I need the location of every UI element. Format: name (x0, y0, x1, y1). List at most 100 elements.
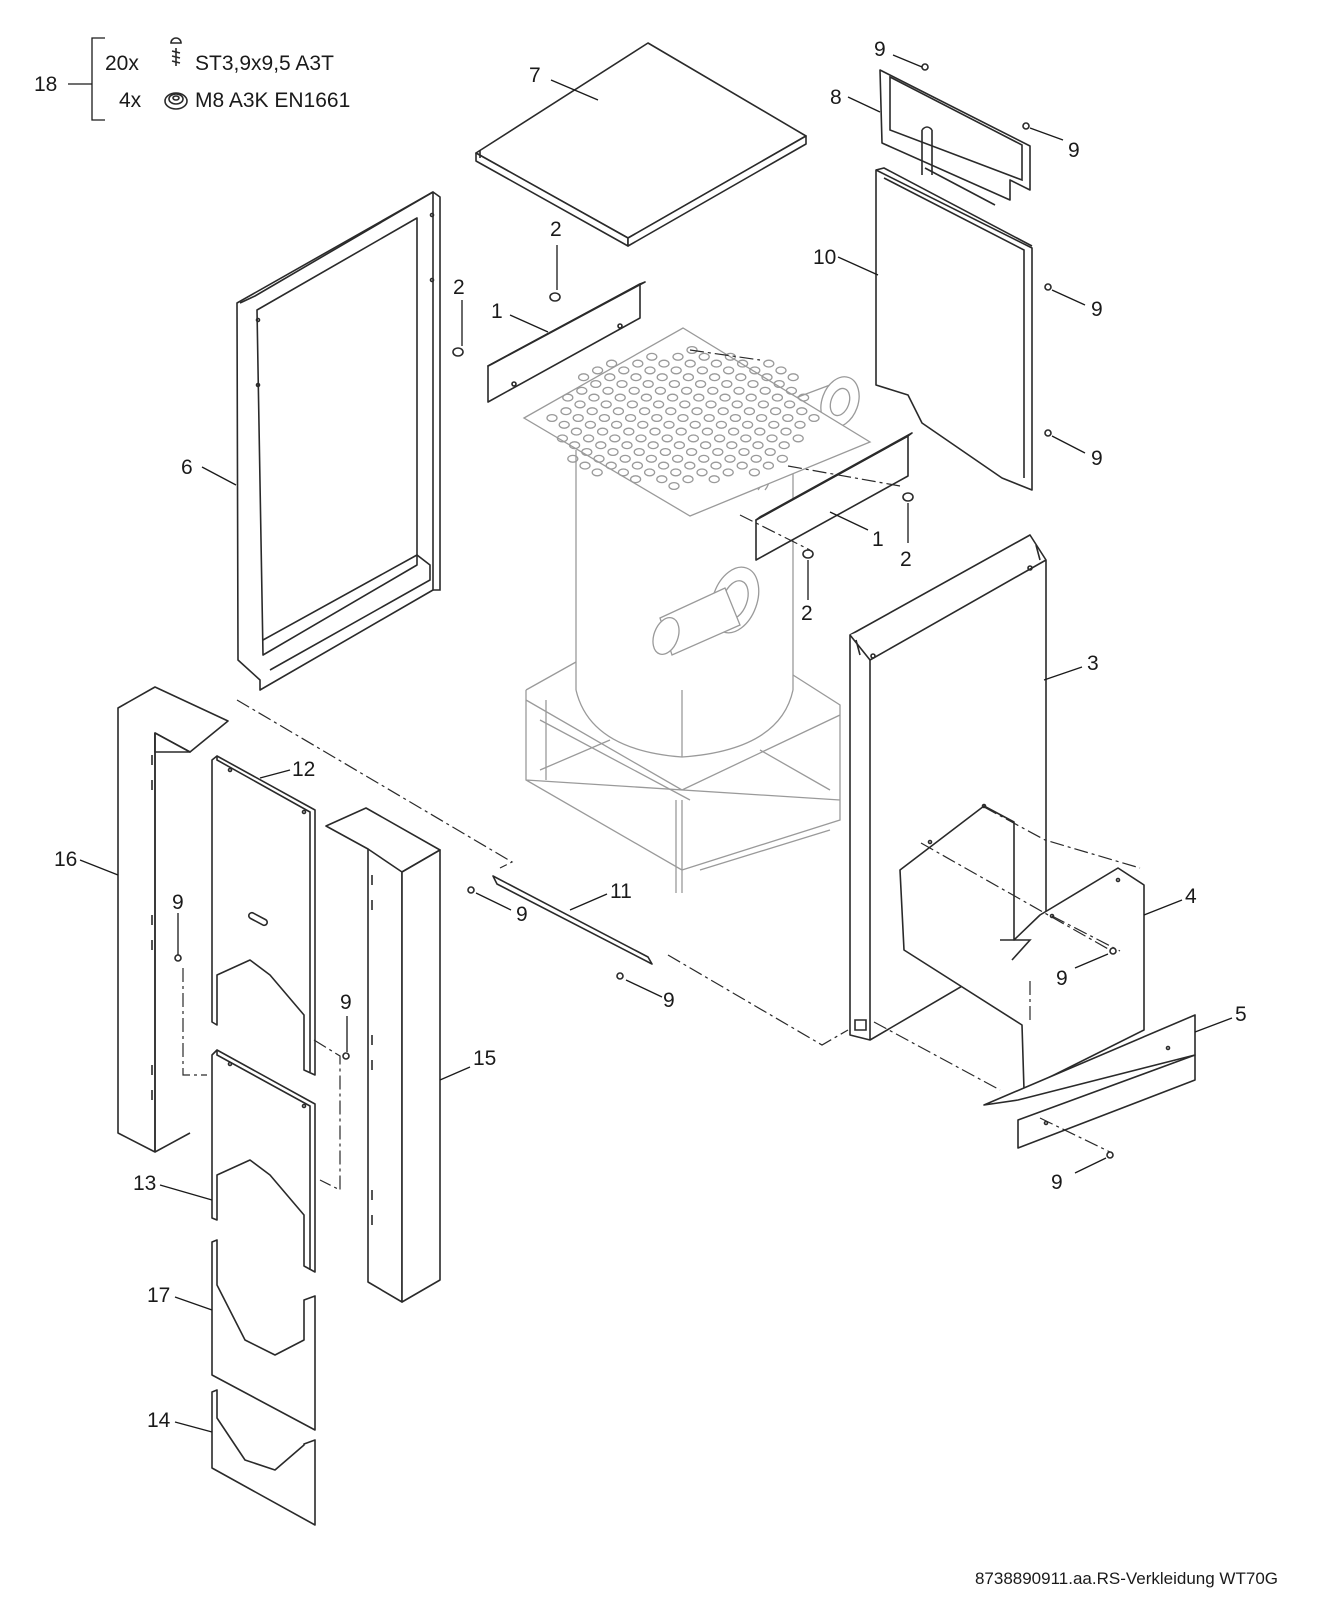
perforation-hole (682, 373, 695, 382)
perforation-hole (713, 434, 726, 443)
perforation-hole (618, 366, 630, 375)
perforation-hole (684, 461, 696, 470)
perforation-hole (762, 461, 775, 470)
perforation-hole (617, 468, 630, 477)
perforation-hole (794, 420, 806, 429)
perforation-hole (755, 413, 768, 423)
callout-9-f: 9 (663, 989, 675, 1012)
perforation-hole (607, 447, 619, 457)
perforation-hole (630, 373, 642, 382)
perforation-hole (775, 366, 787, 375)
part-11-rod (467, 875, 653, 980)
perforated-top-plate (522, 327, 872, 517)
perforation-hole (797, 393, 810, 402)
perforation-hole (701, 427, 714, 436)
perforation-hole (682, 475, 694, 484)
perforation-hole (796, 407, 808, 416)
perforation-hole (576, 386, 588, 395)
hardware-row-2-spec: M8 A3K EN1661 (195, 89, 350, 112)
perforation-hole (736, 461, 748, 470)
part-16-front-column (117, 686, 229, 1153)
perforation-hole (574, 400, 586, 409)
perforation-hole (785, 386, 798, 395)
part-13-front-panel (211, 1049, 316, 1273)
perforation-hole (596, 427, 609, 436)
perforation-hole (649, 427, 661, 436)
perforation-hole (588, 393, 600, 402)
callout-11: 11 (610, 880, 632, 903)
callout-9-e: 9 (516, 903, 528, 926)
perforation-hole (668, 481, 680, 491)
callout-5: 5 (1235, 1003, 1247, 1026)
perforation-hole (686, 345, 698, 355)
perforation-hole (750, 454, 762, 463)
perforation-hole (708, 475, 720, 484)
perforation-hole (766, 434, 778, 443)
callout-1-upper: 1 (491, 300, 503, 323)
perforation-hole (644, 366, 656, 375)
perforation-hole (562, 393, 574, 402)
callout-9-c: 9 (1091, 298, 1103, 321)
leader-lines (79, 54, 1233, 1433)
perforation-hole (792, 434, 804, 443)
perforation-hole (568, 441, 581, 450)
perforation-hole (645, 454, 658, 463)
perforation-hole (675, 427, 687, 436)
alignment-lines (182, 349, 1141, 1191)
perforation-hole (635, 434, 647, 443)
storage-tank-body (525, 376, 860, 893)
perforation-hole (724, 454, 736, 463)
perforation-hole (598, 413, 611, 423)
perforation-hole (590, 379, 602, 389)
callout-numbers: 7 1 1 2 2 2 2 3 4 5 6 8 10 11 12 13 14 1… (54, 38, 1247, 1432)
perforation-hole (671, 454, 684, 463)
perforation-hole (698, 352, 710, 361)
perforation-hole (722, 468, 734, 477)
perforation-hole (677, 413, 689, 423)
perforation-hole (633, 447, 645, 457)
perforation-hole (572, 413, 584, 423)
perforation-hole (556, 434, 569, 443)
callout-2-a: 2 (550, 218, 562, 241)
callout-9-j: 9 (1051, 1171, 1063, 1194)
perforation-hole (689, 420, 701, 429)
hardware-row-1-spec: ST3,9x9,5 A3T (195, 52, 334, 75)
callout-9-i: 9 (1056, 967, 1068, 990)
perforation-hole (768, 420, 780, 429)
perforation-hole (726, 441, 738, 450)
perforation-hole (642, 379, 654, 389)
perforation-hole (581, 447, 593, 457)
perforation-hole (748, 468, 761, 477)
perforation-hole (757, 400, 770, 409)
part-5-base-strip (983, 1014, 1196, 1159)
perforation-holes (546, 345, 820, 491)
callout-9-d: 9 (1091, 447, 1103, 470)
perforation-hole (736, 359, 749, 368)
perforation-hole (743, 407, 756, 416)
perforation-hole (668, 379, 681, 389)
perforation-hole (577, 373, 590, 382)
perforation-hole (591, 366, 604, 375)
perforation-hole (621, 441, 633, 450)
perforation-hole (679, 400, 691, 409)
perforation-hole (710, 359, 723, 368)
part-10-rear-panel (875, 167, 1052, 491)
perforation-hole (684, 359, 696, 368)
perforation-hole (761, 373, 773, 382)
callout-2-c: 2 (900, 548, 912, 571)
flange-nut-icon (164, 92, 188, 110)
perforation-hole (623, 427, 635, 436)
perforation-hole (787, 373, 799, 382)
part-4-rear-panel (899, 803, 1145, 1091)
perforation-hole (670, 366, 682, 375)
part-6-rear-frame (236, 191, 441, 691)
perforation-hole (626, 400, 639, 409)
perforation-hole (747, 379, 759, 389)
part-17-lower-panel (211, 1239, 316, 1431)
callout-9-g: 9 (172, 891, 184, 914)
perforation-hole (567, 454, 579, 463)
perforation-hole (783, 400, 796, 409)
perforation-hole (749, 366, 761, 375)
perforation-hole (717, 407, 729, 416)
